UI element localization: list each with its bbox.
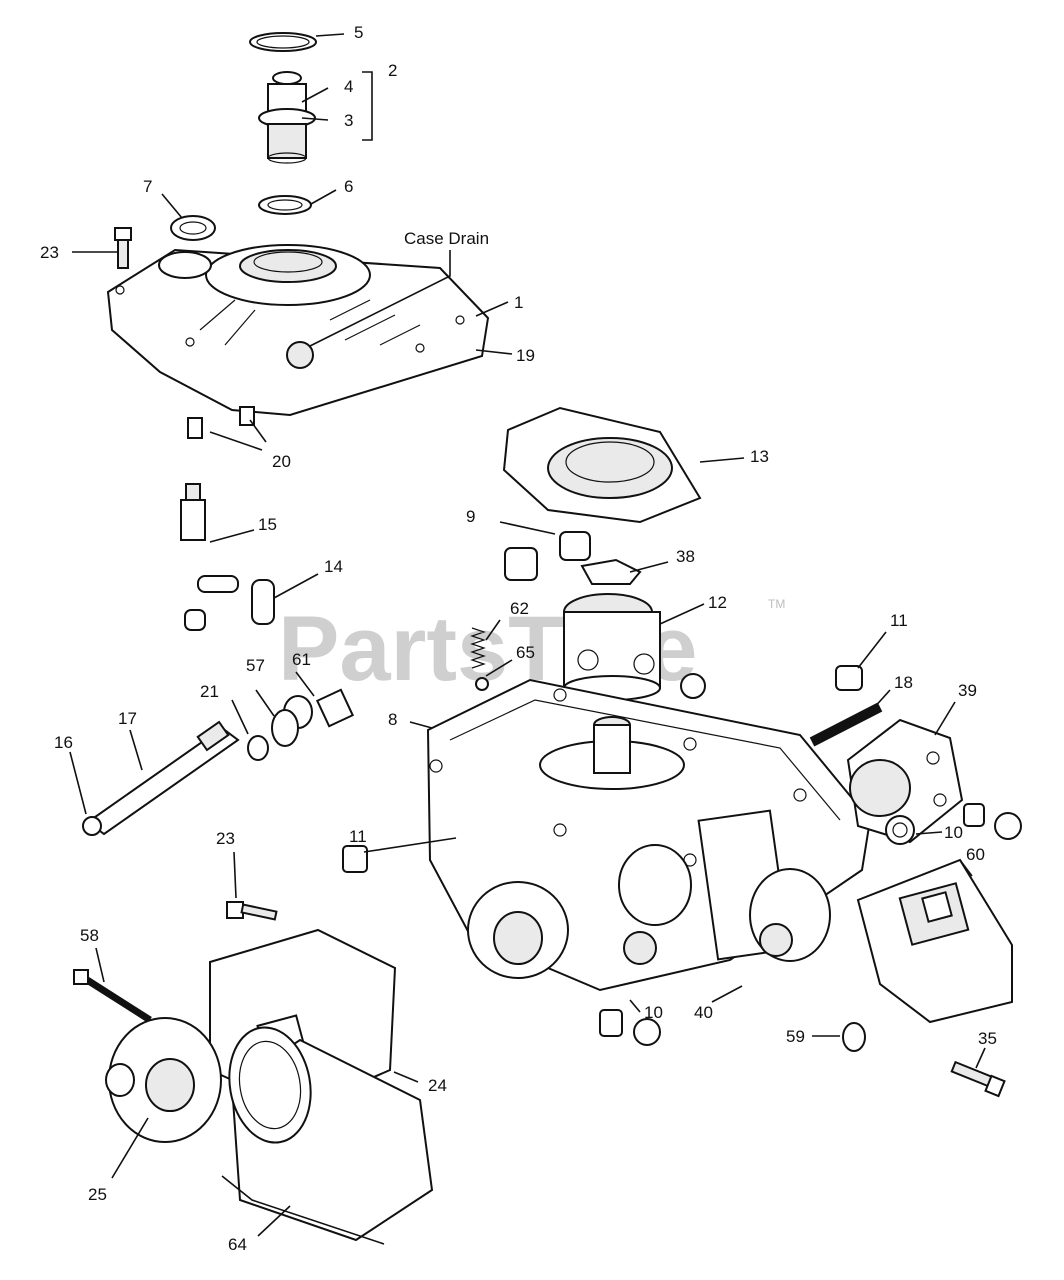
washer-seal-part [170,215,216,241]
gasket-clip-part [842,1022,866,1052]
callout-61: 61 [292,650,311,669]
top-cover-housing [106,244,490,417]
callout-18: 18 [894,673,913,692]
callout-9: 9 [466,507,475,526]
callout-16: 16 [54,733,73,752]
callout-39: 39 [958,681,977,700]
watermark-trademark: TM [768,597,785,611]
callout-2: 2 [388,61,397,80]
oil-filter-part [228,1026,434,1242]
callout-40: 40 [694,1003,713,1022]
callout-21: 21 [200,682,219,701]
callout-5: 5 [354,23,363,42]
callout-24: 24 [428,1076,447,1095]
pin-and-plug-part [809,665,883,747]
callout-12: 12 [708,593,727,612]
cylinder-block-part [563,593,661,701]
bearing-shaft-part [258,71,316,164]
pin-pair-part [184,575,275,631]
axle-hub-left [467,881,569,979]
callout-59: 59 [786,1027,805,1046]
left-plug-part [342,845,661,1046]
cam-block-part [846,718,964,844]
callout-15: 15 [258,515,277,534]
callout-7: 7 [143,177,152,196]
callout-6: 6 [344,177,353,196]
bolt-right-part [950,1060,1006,1098]
callout-10-right: 10 [944,823,963,842]
check-valve-part [180,483,206,541]
callout-60: 60 [966,845,985,864]
callout-57: 57 [246,656,265,675]
bolt-top-part [114,227,132,269]
dowel-pins-part [187,406,255,439]
seal-ring-part [258,195,312,215]
callout-62: 62 [510,599,529,618]
cover-block-part [856,858,1013,1024]
callout-19: 19 [516,346,535,365]
callout-labels: Case Drain 1 2 3 4 5 6 7 8 9 10 10 11 11… [40,23,997,1254]
leader-lines [69,33,986,1245]
callout-13: 13 [750,447,769,466]
callout-11-right: 11 [890,611,908,630]
callout-58: 58 [80,926,99,945]
callout-14: 14 [324,557,343,576]
callout-23-bottom: 23 [216,829,235,848]
key-plate-part [580,558,642,585]
o-rings-part [247,709,299,761]
plug-right-part [963,803,1022,840]
ball-part [475,677,489,691]
snap-ring-part [249,32,317,52]
spring-part [470,627,486,669]
washer-right-part [885,815,915,845]
callout-3: 3 [344,111,353,130]
callout-65: 65 [516,643,535,662]
axle-hub-mid [618,844,692,965]
callout-11-left: 11 [349,827,367,846]
ball-right-part [680,673,706,699]
callout-case-drain: Case Drain [404,229,489,248]
callout-1: 1 [514,293,523,312]
bolt-lower-part [226,901,278,921]
callout-20: 20 [272,452,291,471]
bypass-rod-part [82,720,240,836]
long-bolt-part [73,969,152,1023]
callout-25: 25 [88,1185,107,1204]
callout-38: 38 [676,547,695,566]
center-section-plate [502,406,702,524]
callout-17: 17 [118,709,137,728]
axle-hub-right [749,868,831,962]
callout-35: 35 [978,1029,997,1048]
callout-23-top: 23 [40,243,59,262]
callout-4: 4 [344,77,353,96]
callout-10-bottom: 10 [644,1003,663,1022]
filter-plugs-part [504,531,591,581]
callout-8: 8 [388,710,397,729]
callout-64: 64 [228,1235,247,1254]
